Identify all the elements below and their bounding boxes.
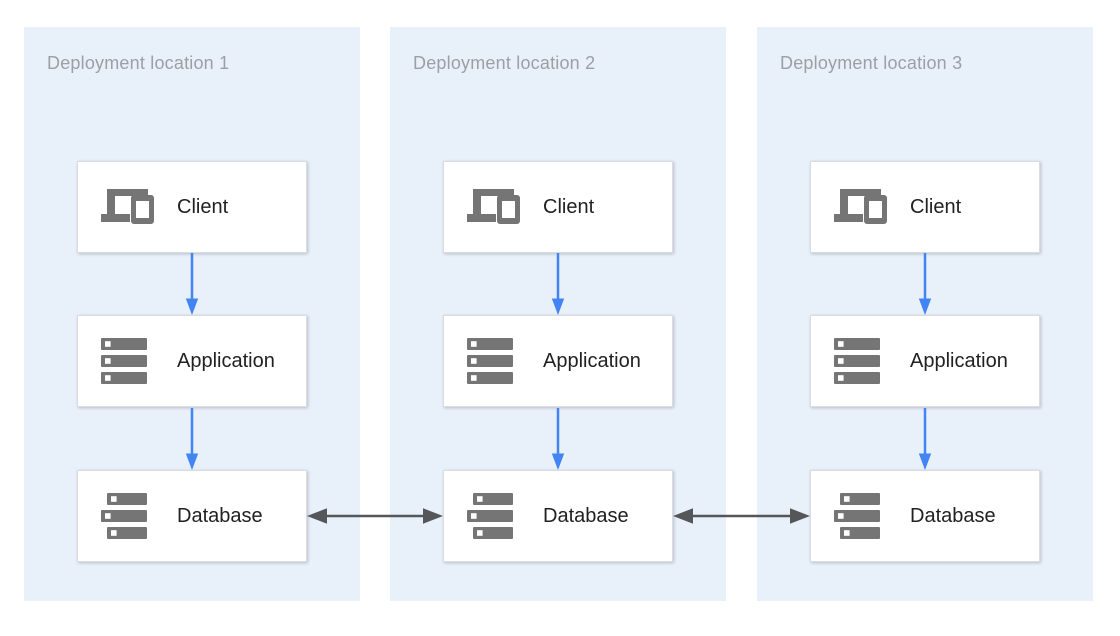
- flow-arrow-application-database: [918, 408, 932, 470]
- flow-arrow-application-database: [185, 408, 199, 470]
- devices-icon: [101, 184, 177, 230]
- zone-title: Deployment location 2: [413, 53, 596, 73]
- node-label: Database: [177, 504, 263, 527]
- server-stack-icon: [101, 338, 177, 384]
- replication-arrow-db2-db3: [673, 508, 810, 524]
- node-client: Client: [443, 161, 673, 253]
- node-label: Database: [910, 504, 996, 527]
- node-database: Database: [443, 470, 673, 562]
- flow-arrow-client-application: [185, 253, 199, 315]
- zone-title: Deployment location 3: [780, 53, 963, 73]
- replication-arrow-db1-db2: [307, 508, 443, 524]
- flow-arrow-application-database: [551, 408, 565, 470]
- server-stack-icon: [834, 338, 910, 384]
- node-label: Client: [910, 195, 962, 218]
- deployment-zone-1: Deployment location 1 Client: [24, 27, 360, 601]
- flow-arrow-client-application: [551, 253, 565, 315]
- node-database: Database: [810, 470, 1040, 562]
- node-label: Application: [177, 349, 275, 372]
- node-label: Application: [910, 349, 1008, 372]
- node-client: Client: [810, 161, 1040, 253]
- node-label: Application: [543, 349, 641, 372]
- zone-title: Deployment location 1: [47, 53, 230, 73]
- deployment-zone-2: Deployment location 2 Client: [390, 27, 726, 601]
- node-client: Client: [77, 161, 307, 253]
- flow-arrow-client-application: [918, 253, 932, 315]
- node-database: Database: [77, 470, 307, 562]
- node-label: Database: [543, 504, 629, 527]
- devices-icon: [467, 184, 543, 230]
- database-stack-icon: [101, 493, 177, 539]
- database-stack-icon: [834, 493, 910, 539]
- node-application: Application: [810, 315, 1040, 407]
- node-label: Client: [177, 195, 229, 218]
- node-application: Application: [443, 315, 673, 407]
- database-stack-icon: [467, 493, 543, 539]
- server-stack-icon: [467, 338, 543, 384]
- devices-icon: [834, 184, 910, 230]
- deployment-zone-3: Deployment location 3 Client: [757, 27, 1093, 601]
- node-label: Client: [543, 195, 595, 218]
- node-application: Application: [77, 315, 307, 407]
